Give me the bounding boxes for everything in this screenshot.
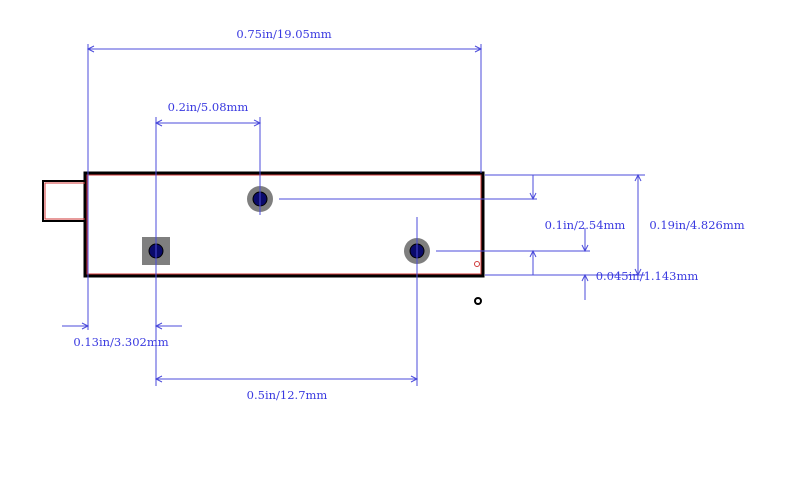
tab-silkscreen: [44, 182, 85, 220]
dimension-pin-spacing-small: 0.2in/5.08mm: [154, 100, 262, 386]
dimension-pin-spacing-large: 0.5in/12.7mm: [154, 375, 419, 402]
dimension-pin-offset-vertical: 0.1in/2.54mm: [485, 174, 645, 276]
origin-marker: [474, 297, 482, 305]
dimension-body-height: 0.19in/4.826mm: [634, 173, 745, 277]
component-body: [42, 171, 485, 305]
dimension-overall-width-label: 0.75in/19.05mm: [236, 27, 331, 41]
dimension-pin-spacing-small-label: 0.2in/5.08mm: [168, 100, 249, 114]
body-silkscreen: [86, 174, 482, 275]
pin1-marker-silkscreen: [474, 261, 480, 267]
body-outline: [83, 171, 485, 278]
dimension-left-offset: 0.13in/3.302mm: [62, 322, 182, 349]
dimension-pin-spacing-large-label: 0.5in/12.7mm: [247, 388, 328, 402]
dimension-body-height-label: 0.19in/4.826mm: [649, 218, 744, 232]
dimension-left-offset-label: 0.13in/3.302mm: [73, 335, 168, 349]
dimension-pin-to-edge-label: 0.045in/1.143mm: [596, 269, 699, 283]
tab-outline: [42, 180, 85, 222]
dimension-overall-width: 0.75in/19.05mm: [86, 27, 483, 330]
dimension-pin-to-edge: 0.045in/1.143mm: [581, 228, 699, 300]
dimension-pin-offset-vertical-label: 0.1in/2.54mm: [545, 218, 626, 232]
pads: [142, 186, 430, 265]
